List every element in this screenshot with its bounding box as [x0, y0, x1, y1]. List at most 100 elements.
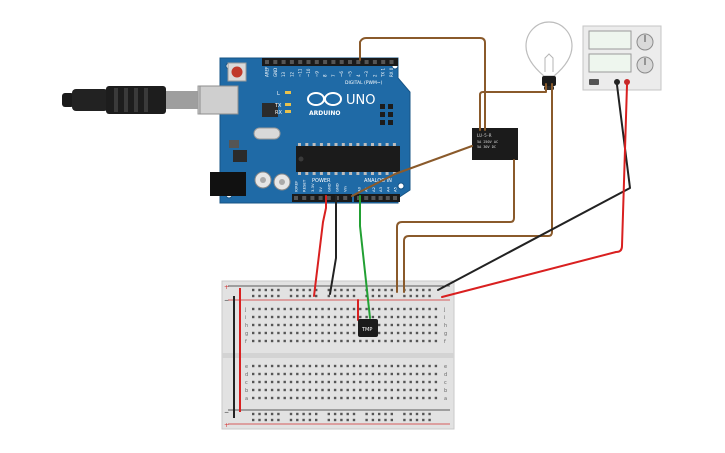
power-pin-hole[interactable]	[326, 196, 331, 200]
terminal-hole[interactable]	[428, 388, 431, 392]
terminal-hole[interactable]	[409, 380, 412, 384]
rail-hole[interactable]	[371, 418, 375, 422]
psu-negative-terminal[interactable]	[614, 79, 620, 85]
power-pin-hole[interactable]	[302, 196, 307, 200]
rail-hole[interactable]	[308, 418, 312, 422]
rail-hole[interactable]	[289, 288, 293, 292]
terminal-hole[interactable]	[252, 396, 255, 400]
rail-hole[interactable]	[415, 294, 419, 298]
terminal-hole[interactable]	[333, 323, 337, 327]
terminal-hole[interactable]	[252, 364, 255, 368]
terminal-hole[interactable]	[340, 372, 343, 376]
terminal-hole[interactable]	[270, 396, 274, 400]
terminal-hole[interactable]	[340, 307, 343, 311]
terminal-hole[interactable]	[277, 388, 280, 392]
terminal-hole[interactable]	[302, 331, 305, 335]
terminal-hole[interactable]	[289, 388, 293, 392]
terminal-hole[interactable]	[289, 364, 293, 368]
rail-hole[interactable]	[390, 412, 393, 416]
terminal-hole[interactable]	[384, 380, 387, 384]
rail-hole[interactable]	[428, 412, 431, 416]
terminal-hole[interactable]	[258, 331, 261, 335]
terminal-hole[interactable]	[434, 331, 438, 335]
terminal-hole[interactable]	[302, 339, 305, 343]
terminal-hole[interactable]	[270, 372, 274, 376]
terminal-hole[interactable]	[346, 315, 349, 319]
terminal-hole[interactable]	[434, 339, 438, 343]
rail-hole[interactable]	[289, 294, 293, 298]
terminal-hole[interactable]	[365, 339, 368, 343]
terminal-hole[interactable]	[346, 380, 349, 384]
terminal-hole[interactable]	[289, 307, 293, 311]
power-pin-hole[interactable]	[343, 196, 348, 200]
terminal-hole[interactable]	[283, 315, 286, 319]
terminal-hole[interactable]	[428, 396, 431, 400]
terminal-hole[interactable]	[315, 323, 318, 327]
terminal-hole[interactable]	[333, 396, 337, 400]
terminal-hole[interactable]	[396, 315, 400, 319]
rail-hole[interactable]	[346, 412, 349, 416]
terminal-hole[interactable]	[327, 331, 330, 335]
terminal-hole[interactable]	[302, 380, 305, 384]
terminal-hole[interactable]	[333, 315, 337, 319]
terminal-hole[interactable]	[428, 339, 431, 343]
rail-hole[interactable]	[252, 288, 255, 292]
rail-hole[interactable]	[252, 418, 255, 422]
terminal-hole[interactable]	[359, 372, 362, 376]
terminal-hole[interactable]	[327, 339, 330, 343]
wire-relay-to-breadboard[interactable]	[396, 159, 515, 293]
terminal-hole[interactable]	[327, 380, 330, 384]
rail-hole[interactable]	[302, 294, 305, 298]
terminal-hole[interactable]	[415, 372, 419, 376]
terminal-hole[interactable]	[396, 364, 400, 368]
terminal-hole[interactable]	[333, 388, 337, 392]
terminal-hole[interactable]	[321, 339, 324, 343]
rail-hole[interactable]	[264, 288, 267, 292]
rail-hole[interactable]	[296, 288, 299, 292]
terminal-hole[interactable]	[365, 380, 368, 384]
wire-gnd-black[interactable]	[329, 195, 337, 295]
digital-pin-hole[interactable]	[372, 60, 377, 64]
terminal-hole[interactable]	[333, 339, 337, 343]
terminal-hole[interactable]	[371, 307, 375, 311]
terminal-hole[interactable]	[371, 364, 375, 368]
terminal-hole[interactable]	[302, 315, 305, 319]
digital-pin-hole[interactable]	[289, 60, 294, 64]
rail-hole[interactable]	[365, 412, 368, 416]
terminal-hole[interactable]	[409, 315, 412, 319]
rail-hole[interactable]	[270, 418, 274, 422]
terminal-hole[interactable]	[308, 339, 312, 343]
rail-hole[interactable]	[264, 294, 267, 298]
psu-positive-terminal[interactable]	[624, 79, 630, 85]
terminal-hole[interactable]	[396, 396, 400, 400]
rail-hole[interactable]	[409, 294, 412, 298]
terminal-hole[interactable]	[378, 380, 381, 384]
terminal-hole[interactable]	[359, 396, 362, 400]
terminal-hole[interactable]	[346, 331, 349, 335]
rail-hole[interactable]	[296, 412, 299, 416]
terminal-hole[interactable]	[384, 315, 387, 319]
digital-pin-hole[interactable]	[281, 60, 286, 64]
terminal-hole[interactable]	[327, 388, 330, 392]
terminal-hole[interactable]	[403, 307, 406, 311]
terminal-hole[interactable]	[352, 396, 356, 400]
terminal-hole[interactable]	[252, 388, 255, 392]
rail-hole[interactable]	[264, 418, 267, 422]
terminal-hole[interactable]	[296, 364, 299, 368]
terminal-hole[interactable]	[359, 380, 362, 384]
rail-hole[interactable]	[346, 294, 349, 298]
terminal-hole[interactable]	[283, 380, 286, 384]
rail-hole[interactable]	[258, 418, 261, 422]
rail-hole[interactable]	[315, 418, 318, 422]
terminal-hole[interactable]	[289, 396, 293, 400]
terminal-hole[interactable]	[333, 364, 337, 368]
rail-hole[interactable]	[384, 288, 387, 292]
terminal-hole[interactable]	[258, 388, 261, 392]
terminal-hole[interactable]	[327, 364, 330, 368]
terminal-hole[interactable]	[252, 339, 255, 343]
rail-hole[interactable]	[327, 412, 330, 416]
terminal-hole[interactable]	[321, 331, 324, 335]
current-knob[interactable]	[636, 56, 654, 74]
